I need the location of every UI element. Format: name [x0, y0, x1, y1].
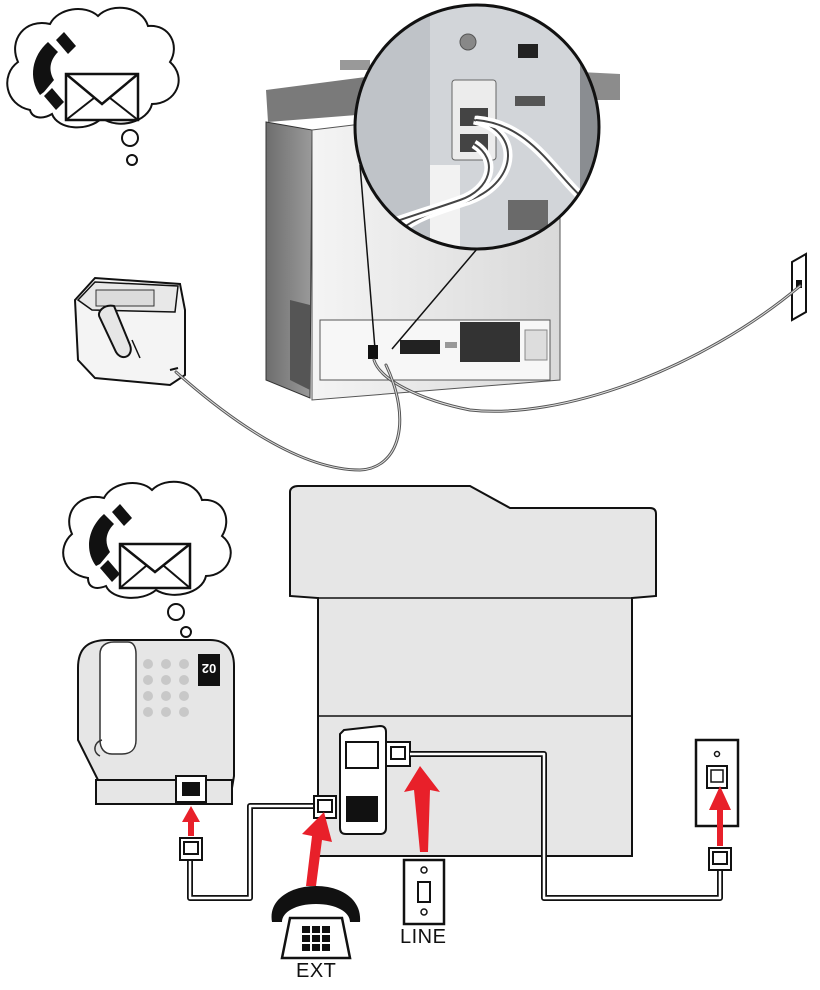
arrow-icon [302, 812, 332, 886]
ext-label: EXT [296, 960, 337, 982]
arrow-icons [182, 766, 731, 886]
fax-panel-label: 02 [202, 661, 216, 676]
arrow-icon [182, 806, 200, 836]
thought-bubble-bottom [62, 480, 232, 638]
arrow-icon [709, 786, 731, 846]
telephone-icon [271, 886, 361, 960]
cables-top [174, 284, 802, 472]
printer-bottom [289, 485, 657, 857]
line-port [385, 741, 411, 767]
wall-cable-plug [708, 847, 732, 871]
envelope-icon [64, 72, 140, 122]
line-wall-jack [402, 858, 446, 926]
thought-bubble-top [6, 6, 180, 166]
cables-bottom [187, 751, 723, 901]
phone-handset-icon [33, 32, 76, 110]
fax-cable-plug [179, 837, 203, 861]
envelope-icon [118, 542, 192, 590]
ext-port-plug [313, 795, 337, 819]
phone-handset-icon [89, 504, 132, 582]
keypad [143, 659, 189, 717]
line-label: LINE [400, 926, 447, 948]
fax-machine-top [73, 276, 186, 387]
magnified-port-panel [353, 3, 601, 251]
fax-machine-bottom: 02 [77, 639, 235, 805]
arrow-icon [404, 766, 440, 852]
